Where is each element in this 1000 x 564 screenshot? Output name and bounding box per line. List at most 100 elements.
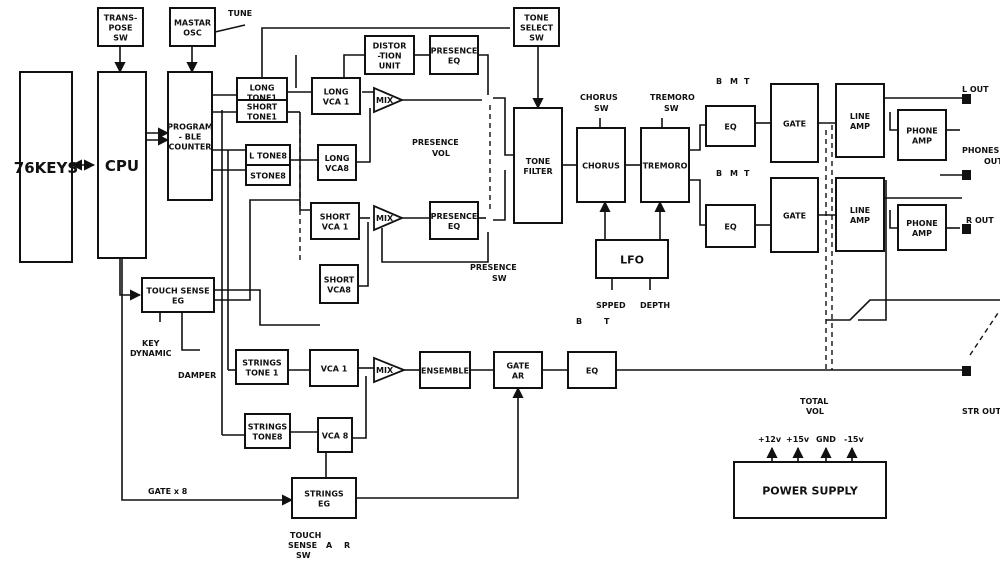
tone-select-label-2: SELECT (520, 24, 554, 33)
gate-ar-label-2: AR (512, 372, 524, 381)
presence-eq2-label-1: PRESENCE (431, 212, 478, 221)
prog-counter-label-3: COUNTER (169, 143, 212, 152)
eq-str-t-label: T (604, 317, 610, 326)
gate-top-block: GATE (770, 83, 819, 163)
vca1-block: VCA 1 (309, 349, 359, 387)
eq-str-b-label: B (576, 317, 582, 326)
v12-label: +12v (758, 435, 782, 444)
presence-vol-label-1: PRESENCE (412, 138, 459, 147)
r-out-jack (962, 224, 971, 234)
master-osc-label-1: MASTAR (174, 19, 211, 28)
gate-mid-box (770, 177, 819, 253)
r-out-label: R OUT (966, 216, 994, 225)
long-tone1-label-1: LONG (250, 84, 275, 93)
phone-amp1-label-1: PHONE (906, 127, 938, 136)
phone-amp2-label-1: PHONE (906, 219, 938, 228)
ensemble-label-1: ENSEMBLE (421, 367, 469, 376)
tone-select-label-1: TONE (524, 14, 548, 23)
str-out-jack (962, 366, 971, 376)
damper-label: DAMPER (178, 371, 216, 380)
mix-amp-2 (373, 204, 405, 232)
depth-label: DEPTH (640, 301, 670, 310)
touch-sense-sw-label-2: SENSE (288, 541, 317, 550)
strings-eg-label-2: EG (318, 500, 330, 509)
touch-sense-eg-label-2: EG (172, 297, 184, 306)
tune-label: TUNE (228, 9, 252, 18)
gate-mid-label-1: GATE (783, 212, 806, 221)
transpose-label-3: SW (113, 34, 128, 43)
eq-mid-m-label: M (730, 169, 738, 178)
eq-top-m-label: M (730, 77, 738, 86)
power-supply-box (733, 461, 887, 519)
mix-label-2: MIX (376, 214, 394, 223)
l-out-jack (962, 94, 971, 104)
short-vca8-box (319, 264, 359, 304)
short-vca8-label-1: SHORT (324, 276, 355, 285)
tremoro-box (640, 127, 690, 203)
prog-counter-label-2: - BLE (179, 133, 202, 142)
line-amp1-box (835, 83, 885, 158)
long-vca8-label-2: VCA8 (325, 164, 349, 173)
distortion-label-1: DISTOR (373, 42, 407, 51)
strings-eg-label-1: STRINGS (304, 490, 344, 499)
short-vca1-label-2: VCA 1 (322, 223, 349, 232)
phone-amp1-box (897, 109, 947, 161)
phones-out-label-1: PHONES (962, 146, 1000, 155)
tone-filter-label-2: FILTER (523, 167, 552, 176)
v15-label: +15v (786, 435, 810, 444)
ensemble-box (419, 351, 471, 389)
vca1-label-1: VCA 1 (321, 365, 348, 374)
touch-sense-eg-label-1: TOUCH SENSE (146, 287, 209, 296)
tremoro-label-1: TREMORO (643, 162, 688, 171)
presence-eq1-label-1: PRESENCE (431, 47, 478, 56)
cpu-box (97, 71, 147, 259)
distortion-label-3: UNIT (379, 62, 401, 71)
strings-tone8-label-2: TONE8 (253, 433, 283, 442)
chorus-sw-label-2: SW (594, 104, 609, 113)
annotations: TUNE PRESENCE VOL PRESENCE SW CHORUS SW … (130, 9, 1000, 560)
gate-x8-label: GATE x 8 (148, 487, 188, 496)
presence-eq2-label-2: EQ (448, 222, 460, 231)
power-supply-label-1: POWER SUPPLY (762, 485, 859, 498)
keys-box (19, 71, 73, 263)
total-vol-label-2: VOL (806, 407, 824, 416)
lfo-block: LFO (595, 239, 669, 279)
gate-top-box (770, 83, 819, 163)
chorus-box (576, 127, 626, 203)
eq-mid-b-label: B (716, 169, 722, 178)
mix-amp-3 (373, 356, 407, 384)
eq-mid-label-1: EQ (724, 223, 736, 232)
gate-mid-block: GATE (770, 177, 819, 253)
strings-tone1-box (235, 349, 289, 385)
gnd-label: GND (816, 435, 836, 444)
phones-out-jack (962, 170, 971, 180)
chorus-block: CHORUS (576, 127, 626, 203)
eq-mid-box (705, 204, 756, 248)
eq-str-block: EQ (567, 351, 617, 389)
s-tone8-block: STONE8 (245, 164, 291, 186)
vm15-label: -15v (844, 435, 864, 444)
phone-amp1-label-2: AMP (912, 137, 932, 146)
strings-tone1-label-1: STRINGS (242, 359, 282, 368)
mix-amps: MIX MIX MIX (373, 86, 407, 384)
touch-sense-eg-box (141, 277, 215, 313)
distortion-box (364, 35, 415, 75)
long-vca8-box (317, 144, 357, 181)
keys-label-1: 76KEYS (14, 159, 78, 177)
prog-counter-label-1: PROGRAM (167, 123, 213, 132)
eq-str-label-1: EQ (586, 367, 598, 376)
